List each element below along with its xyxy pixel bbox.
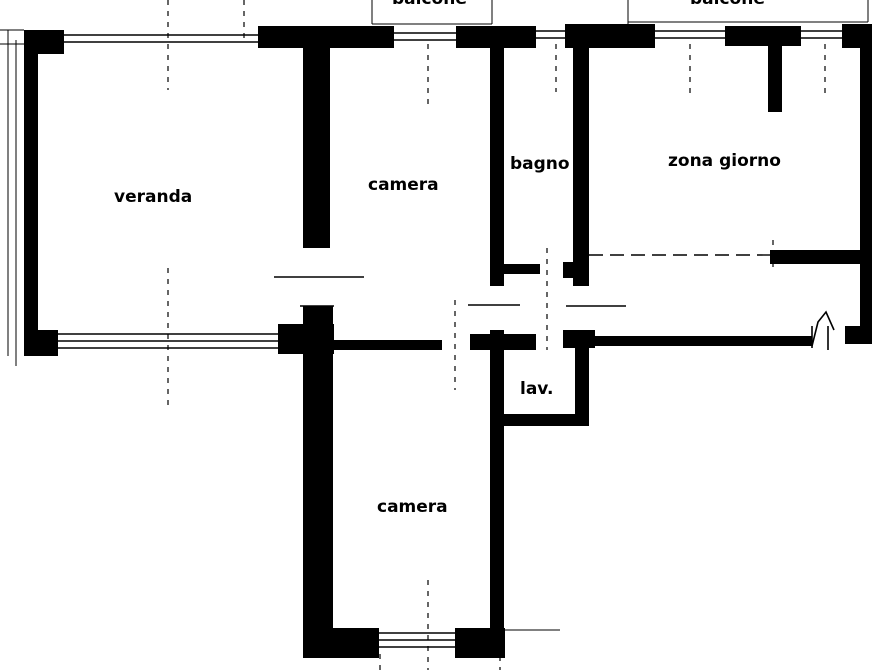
room-label-bagno: bagno (510, 154, 570, 174)
balcony-outlines (371, 0, 869, 25)
balcony-label-right: balcone (690, 0, 765, 9)
room-label-zona-giorno: zona giorno (668, 151, 781, 171)
room-label-lav: lav. (520, 379, 553, 399)
balcony-label-left: balcone (392, 0, 467, 9)
room-label-veranda: veranda (114, 187, 192, 207)
openings (274, 240, 835, 390)
axis-lines (167, 0, 826, 670)
room-label-camera-top: camera (368, 175, 439, 195)
room-label-camera-bottom: camera (377, 497, 448, 517)
walls (24, 24, 872, 658)
